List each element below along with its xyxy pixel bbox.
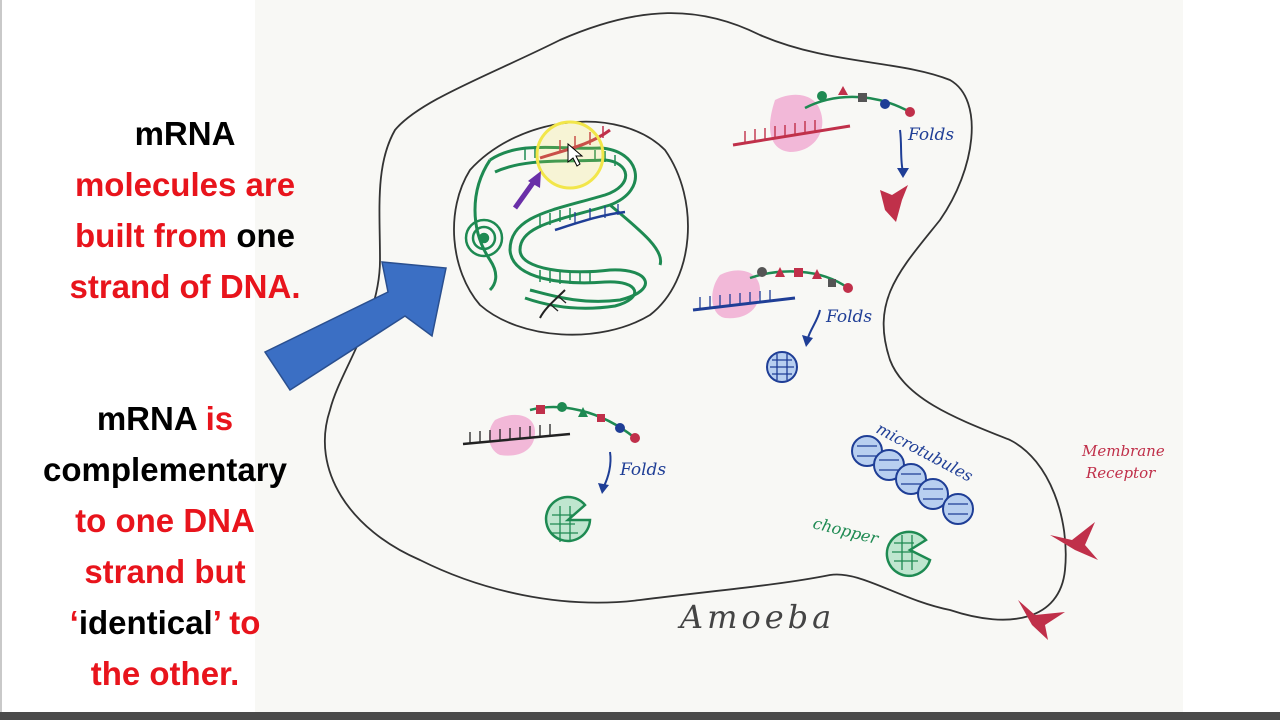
caption-bottom-line-5: ‘identical’ to	[10, 597, 320, 648]
receptor-label: Receptor	[1085, 464, 1156, 482]
caption-bottom-line-5-black: identical	[78, 604, 213, 641]
mrna-transcript	[539, 128, 611, 160]
caption-top-line-2: molecules are	[74, 166, 296, 203]
caption-top-line-3-black: one	[227, 217, 295, 254]
dna-rungs	[524, 146, 616, 284]
caption-top-line-3: built from one	[30, 210, 340, 261]
caption-top-line-3-red: built from	[75, 217, 228, 254]
membrane-label: Membrane	[1081, 442, 1165, 460]
ribosome-group-1	[732, 86, 915, 222]
big-blue-arrow-icon	[263, 261, 447, 392]
bottom-bar	[0, 712, 1280, 720]
slide-text-panel	[0, 0, 257, 712]
slide-right-margin	[1183, 0, 1280, 712]
caption-bottom-line-5-close: ’ to	[212, 604, 261, 641]
caption-bottom-line-1: mRNA is	[10, 393, 320, 444]
folds-label-3: Folds	[619, 460, 666, 480]
membrane-receptor-1	[1050, 522, 1098, 560]
caption-mrna-complementary: mRNA is complementary to one DNA strand …	[10, 393, 320, 699]
caption-bottom-line-3: to one DNA	[75, 502, 255, 539]
chromatin-coil	[464, 218, 504, 258]
microtubules-chain	[851, 435, 974, 525]
caption-bottom-line-1-red: is	[196, 400, 234, 437]
caption-bottom-line-2: complementary	[43, 451, 287, 488]
amoeba-membrane	[324, 12, 1067, 621]
slide-drawing-panel	[255, 0, 1183, 712]
chopper-protein	[885, 530, 932, 578]
caption-bottom-line-6: the other.	[90, 655, 240, 692]
caption-bottom-line-5-open: ‘	[69, 604, 79, 641]
membrane-receptor-2	[1018, 600, 1065, 640]
cursor-pointer-icon	[567, 142, 584, 167]
caption-top-line-1: mRNA	[134, 115, 236, 152]
folds-label-1: Folds	[907, 125, 954, 145]
amoeba-label: Amoeba	[677, 598, 835, 636]
chopper-label: chopper	[811, 513, 881, 548]
caption-bottom-line-1-black: mRNA	[96, 400, 197, 437]
ribosome-group-2	[692, 267, 853, 383]
nucleus-membrane	[453, 120, 689, 336]
caption-top-line-4: strand of DNA.	[69, 268, 301, 305]
caption-mrna-built: mRNA molecules are built from one strand…	[30, 108, 340, 312]
ribosome-group-3	[462, 402, 640, 543]
folds-label-2: Folds	[825, 307, 872, 327]
caption-bottom-line-4: strand but	[84, 553, 246, 590]
purple-arrow-icon	[512, 171, 541, 210]
